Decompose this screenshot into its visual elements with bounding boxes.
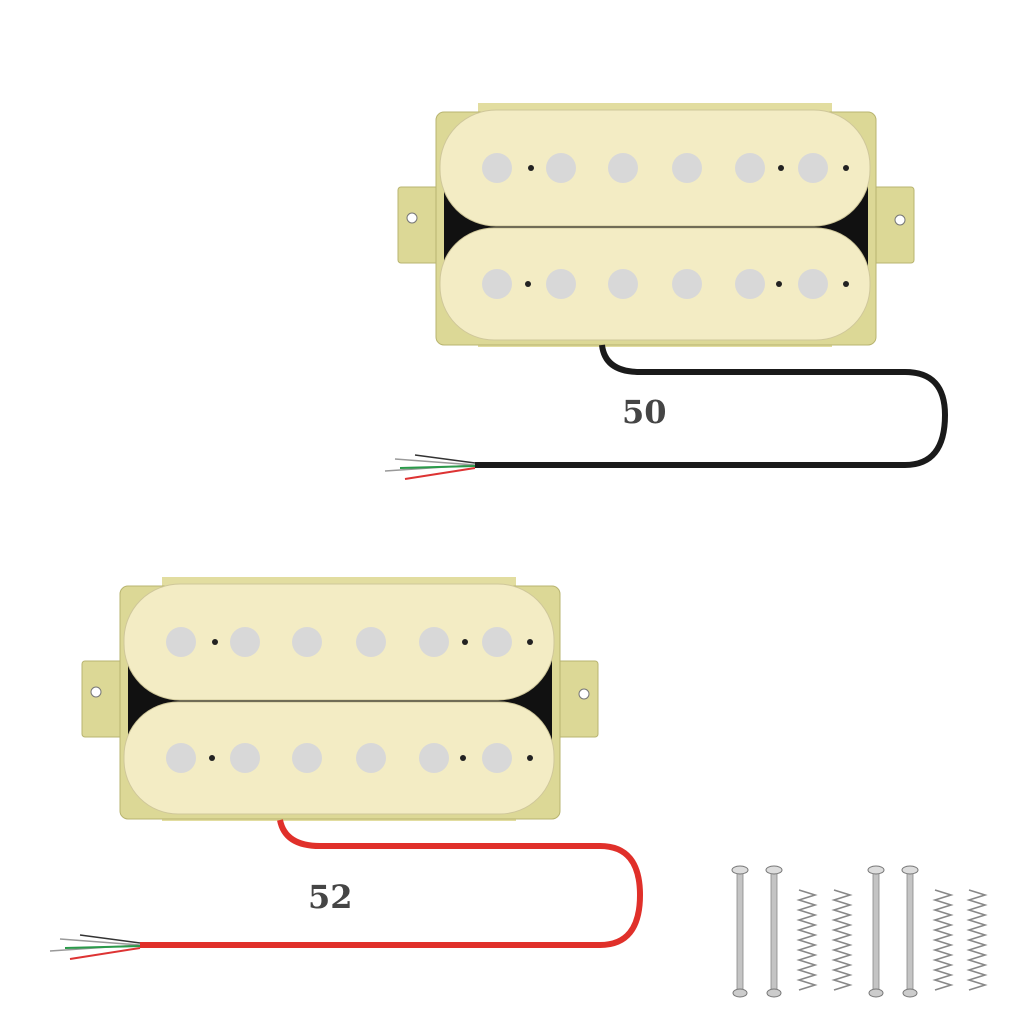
neck-pickup [384,102,949,480]
neck-pickup-resistance-label: 50 [622,393,667,431]
neck-lead-wire [475,344,949,468]
bridge-pickup [81,576,599,822]
bridge-pickup-resistance-label: 52 [308,878,353,916]
bridge-lead-wire [140,819,644,948]
mounting-hardware [731,865,986,998]
